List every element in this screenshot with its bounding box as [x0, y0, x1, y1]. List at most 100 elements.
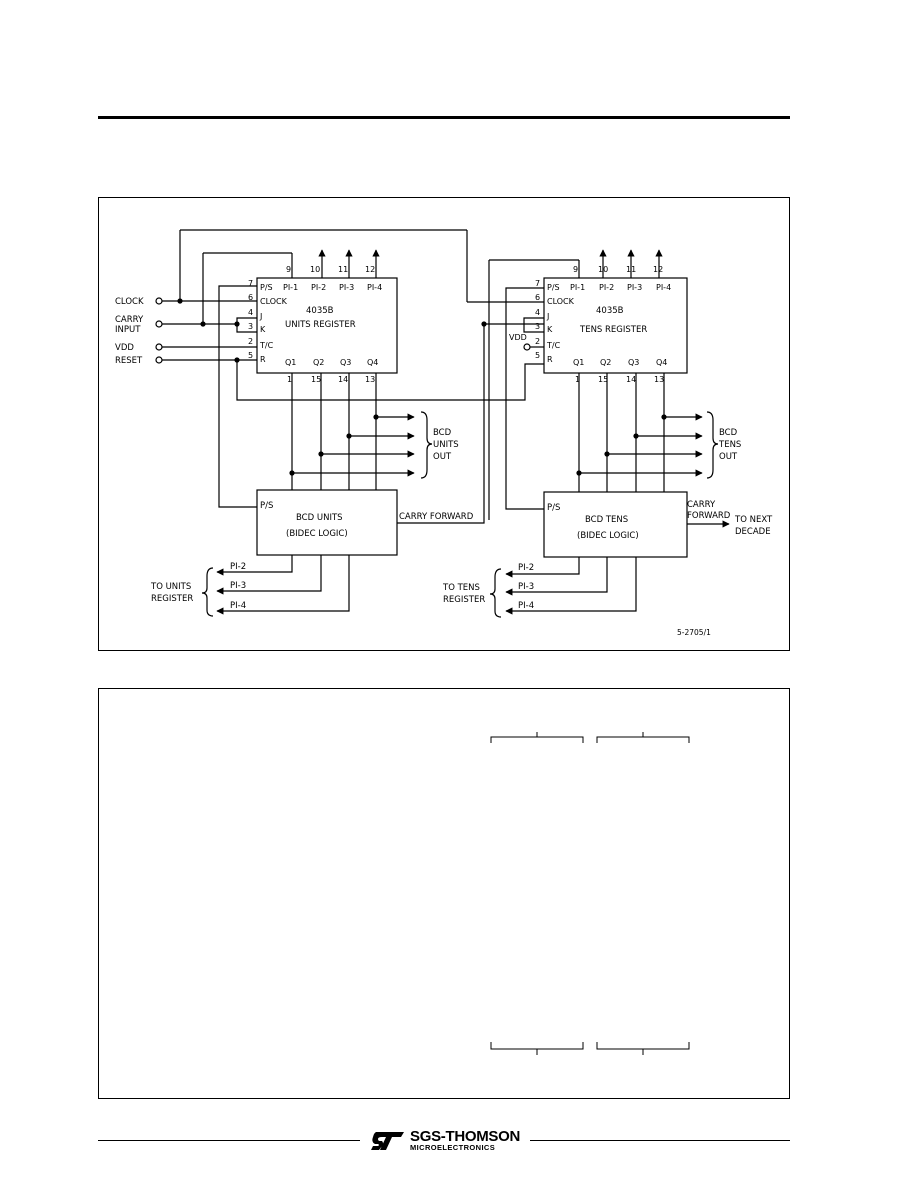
svg-text:PI-3: PI-3 [518, 582, 534, 592]
svg-text:Q4: Q4 [656, 358, 667, 367]
svg-text:R: R [547, 355, 553, 364]
svg-text:PI-4: PI-4 [367, 283, 382, 292]
bcd-units-out-3: OUT [433, 452, 452, 462]
svg-text:1: 1 [575, 375, 580, 384]
svg-text:PI-2: PI-2 [311, 283, 326, 292]
to-next-decade-1: TO NEXT [734, 515, 773, 525]
svg-text:Q2: Q2 [313, 358, 324, 367]
svg-text:PI-4: PI-4 [230, 601, 246, 611]
st-logo-icon [371, 1132, 404, 1150]
bcd-counter-schematic: CLOCK CARRY INPUT VDD RESET 4035B UNITS … [98, 197, 790, 651]
tens-register: 4035B TENS REGISTER 7 P/S 6 CLOCK 4 J 3 … [509, 265, 688, 384]
svg-text:12: 12 [365, 265, 375, 274]
bcd-tens-out-1: BCD [719, 428, 738, 438]
clock-input-label: CLOCK [115, 297, 144, 307]
svg-text:4: 4 [248, 308, 253, 317]
svg-text:6: 6 [248, 293, 253, 302]
svg-text:14: 14 [338, 375, 348, 384]
units-register: 4035B UNITS REGISTER 7 P/S 6 CLOCK 4 J 3… [248, 265, 398, 384]
svg-text:FORWARD: FORWARD [687, 511, 731, 521]
svg-text:15: 15 [311, 375, 321, 384]
to-units-register-1: TO UNITS [150, 582, 191, 592]
svg-text:7: 7 [535, 279, 540, 288]
tens-vdd-label: VDD [509, 333, 527, 342]
to-tens-register-2: REGISTER [443, 595, 485, 605]
svg-text:12: 12 [653, 265, 663, 274]
svg-text:BCD TENS: BCD TENS [585, 515, 628, 525]
svg-text:PI-2: PI-2 [230, 562, 246, 572]
brand-name: SGS-THOMSON [410, 1128, 521, 1145]
bcd-units-out-1: BCD [433, 428, 452, 438]
top-brackets [490, 732, 690, 743]
svg-text:7: 7 [248, 279, 253, 288]
units-register-name: UNITS REGISTER [285, 320, 356, 330]
to-next-decade-2: DECADE [735, 527, 771, 537]
svg-text:PI-3: PI-3 [627, 283, 642, 292]
svg-text:PI-4: PI-4 [656, 283, 671, 292]
schematic-svg: CLOCK CARRY INPUT VDD RESET 4035B UNITS … [115, 229, 773, 637]
reset-input-terminal [155, 356, 163, 364]
svg-text:T/C: T/C [546, 341, 561, 350]
svg-text:P/S: P/S [547, 283, 560, 292]
carry-input-terminal [155, 320, 163, 328]
input-terminals: CLOCK CARRY INPUT VDD RESET [115, 297, 163, 366]
svg-text:T/C: T/C [259, 341, 274, 350]
units-register-part: 4035B [306, 306, 334, 316]
vdd-input-terminal [155, 343, 163, 351]
bcd-units-out-2: UNITS [433, 440, 459, 450]
svg-text:K: K [260, 325, 266, 334]
svg-text:PI-3: PI-3 [230, 581, 246, 591]
svg-text:9: 9 [286, 265, 291, 274]
svg-text:5: 5 [535, 351, 540, 360]
svg-text:BCD UNITS: BCD UNITS [296, 513, 343, 523]
figure-2-panel [98, 688, 790, 1099]
svg-text:Q1: Q1 [285, 358, 296, 367]
svg-text:3: 3 [535, 322, 540, 331]
brand-sub: MICROELECTRONICS [410, 1143, 496, 1152]
svg-text:4: 4 [535, 308, 540, 317]
svg-text:2: 2 [248, 337, 253, 346]
to-units-register-2: REGISTER [151, 594, 193, 604]
svg-text:Q3: Q3 [340, 358, 351, 367]
svg-text:PI-4: PI-4 [518, 601, 534, 611]
svg-text:(BIDEC LOGIC): (BIDEC LOGIC) [286, 529, 348, 539]
bottom-brackets [490, 1042, 690, 1055]
svg-text:PI-1: PI-1 [570, 283, 585, 292]
svg-text:P/S: P/S [260, 283, 273, 292]
svg-text:4035B: 4035B [596, 306, 624, 316]
svg-text:15: 15 [598, 375, 608, 384]
svg-text:CLOCK: CLOCK [547, 297, 575, 306]
header-rule [98, 116, 790, 119]
svg-text:P/S: P/S [260, 501, 273, 511]
vdd-input-label: VDD [115, 343, 134, 353]
svg-text:Q4: Q4 [367, 358, 378, 367]
svg-text:2: 2 [535, 337, 540, 346]
svg-text:PI-1: PI-1 [283, 283, 298, 292]
figure-code: 5-2705/1 [677, 628, 711, 637]
carry-input-label-2: INPUT [115, 325, 141, 335]
sgs-thomson-logo: SGS-THOMSON MICROELECTRONICS [370, 1128, 530, 1154]
svg-text:R: R [260, 355, 266, 364]
footer-rule-right [530, 1140, 790, 1141]
svg-text:5: 5 [248, 351, 253, 360]
bcd-tens-out-3: OUT [719, 452, 738, 462]
svg-text:P/S: P/S [547, 503, 560, 513]
units-carry-forward-label: CARRY FORWARD [399, 512, 474, 522]
svg-text:TENS REGISTER: TENS REGISTER [579, 325, 647, 335]
svg-text:14: 14 [626, 375, 636, 384]
reset-input-label: RESET [115, 356, 143, 366]
svg-text:Q3: Q3 [628, 358, 639, 367]
bcd-tens-out-2: TENS [718, 440, 741, 450]
svg-text:Q2: Q2 [600, 358, 611, 367]
svg-text:11: 11 [338, 265, 348, 274]
svg-text:PI-3: PI-3 [339, 283, 354, 292]
figure-2-svg [490, 732, 690, 1055]
footer-rule-left [98, 1140, 360, 1141]
svg-text:K: K [547, 325, 553, 334]
svg-text:J: J [259, 312, 262, 321]
svg-text:(BIDEC LOGIC): (BIDEC LOGIC) [577, 531, 639, 541]
svg-text:Q1: Q1 [573, 358, 584, 367]
svg-text:10: 10 [310, 265, 320, 274]
svg-text:6: 6 [535, 293, 540, 302]
svg-text:13: 13 [365, 375, 375, 384]
